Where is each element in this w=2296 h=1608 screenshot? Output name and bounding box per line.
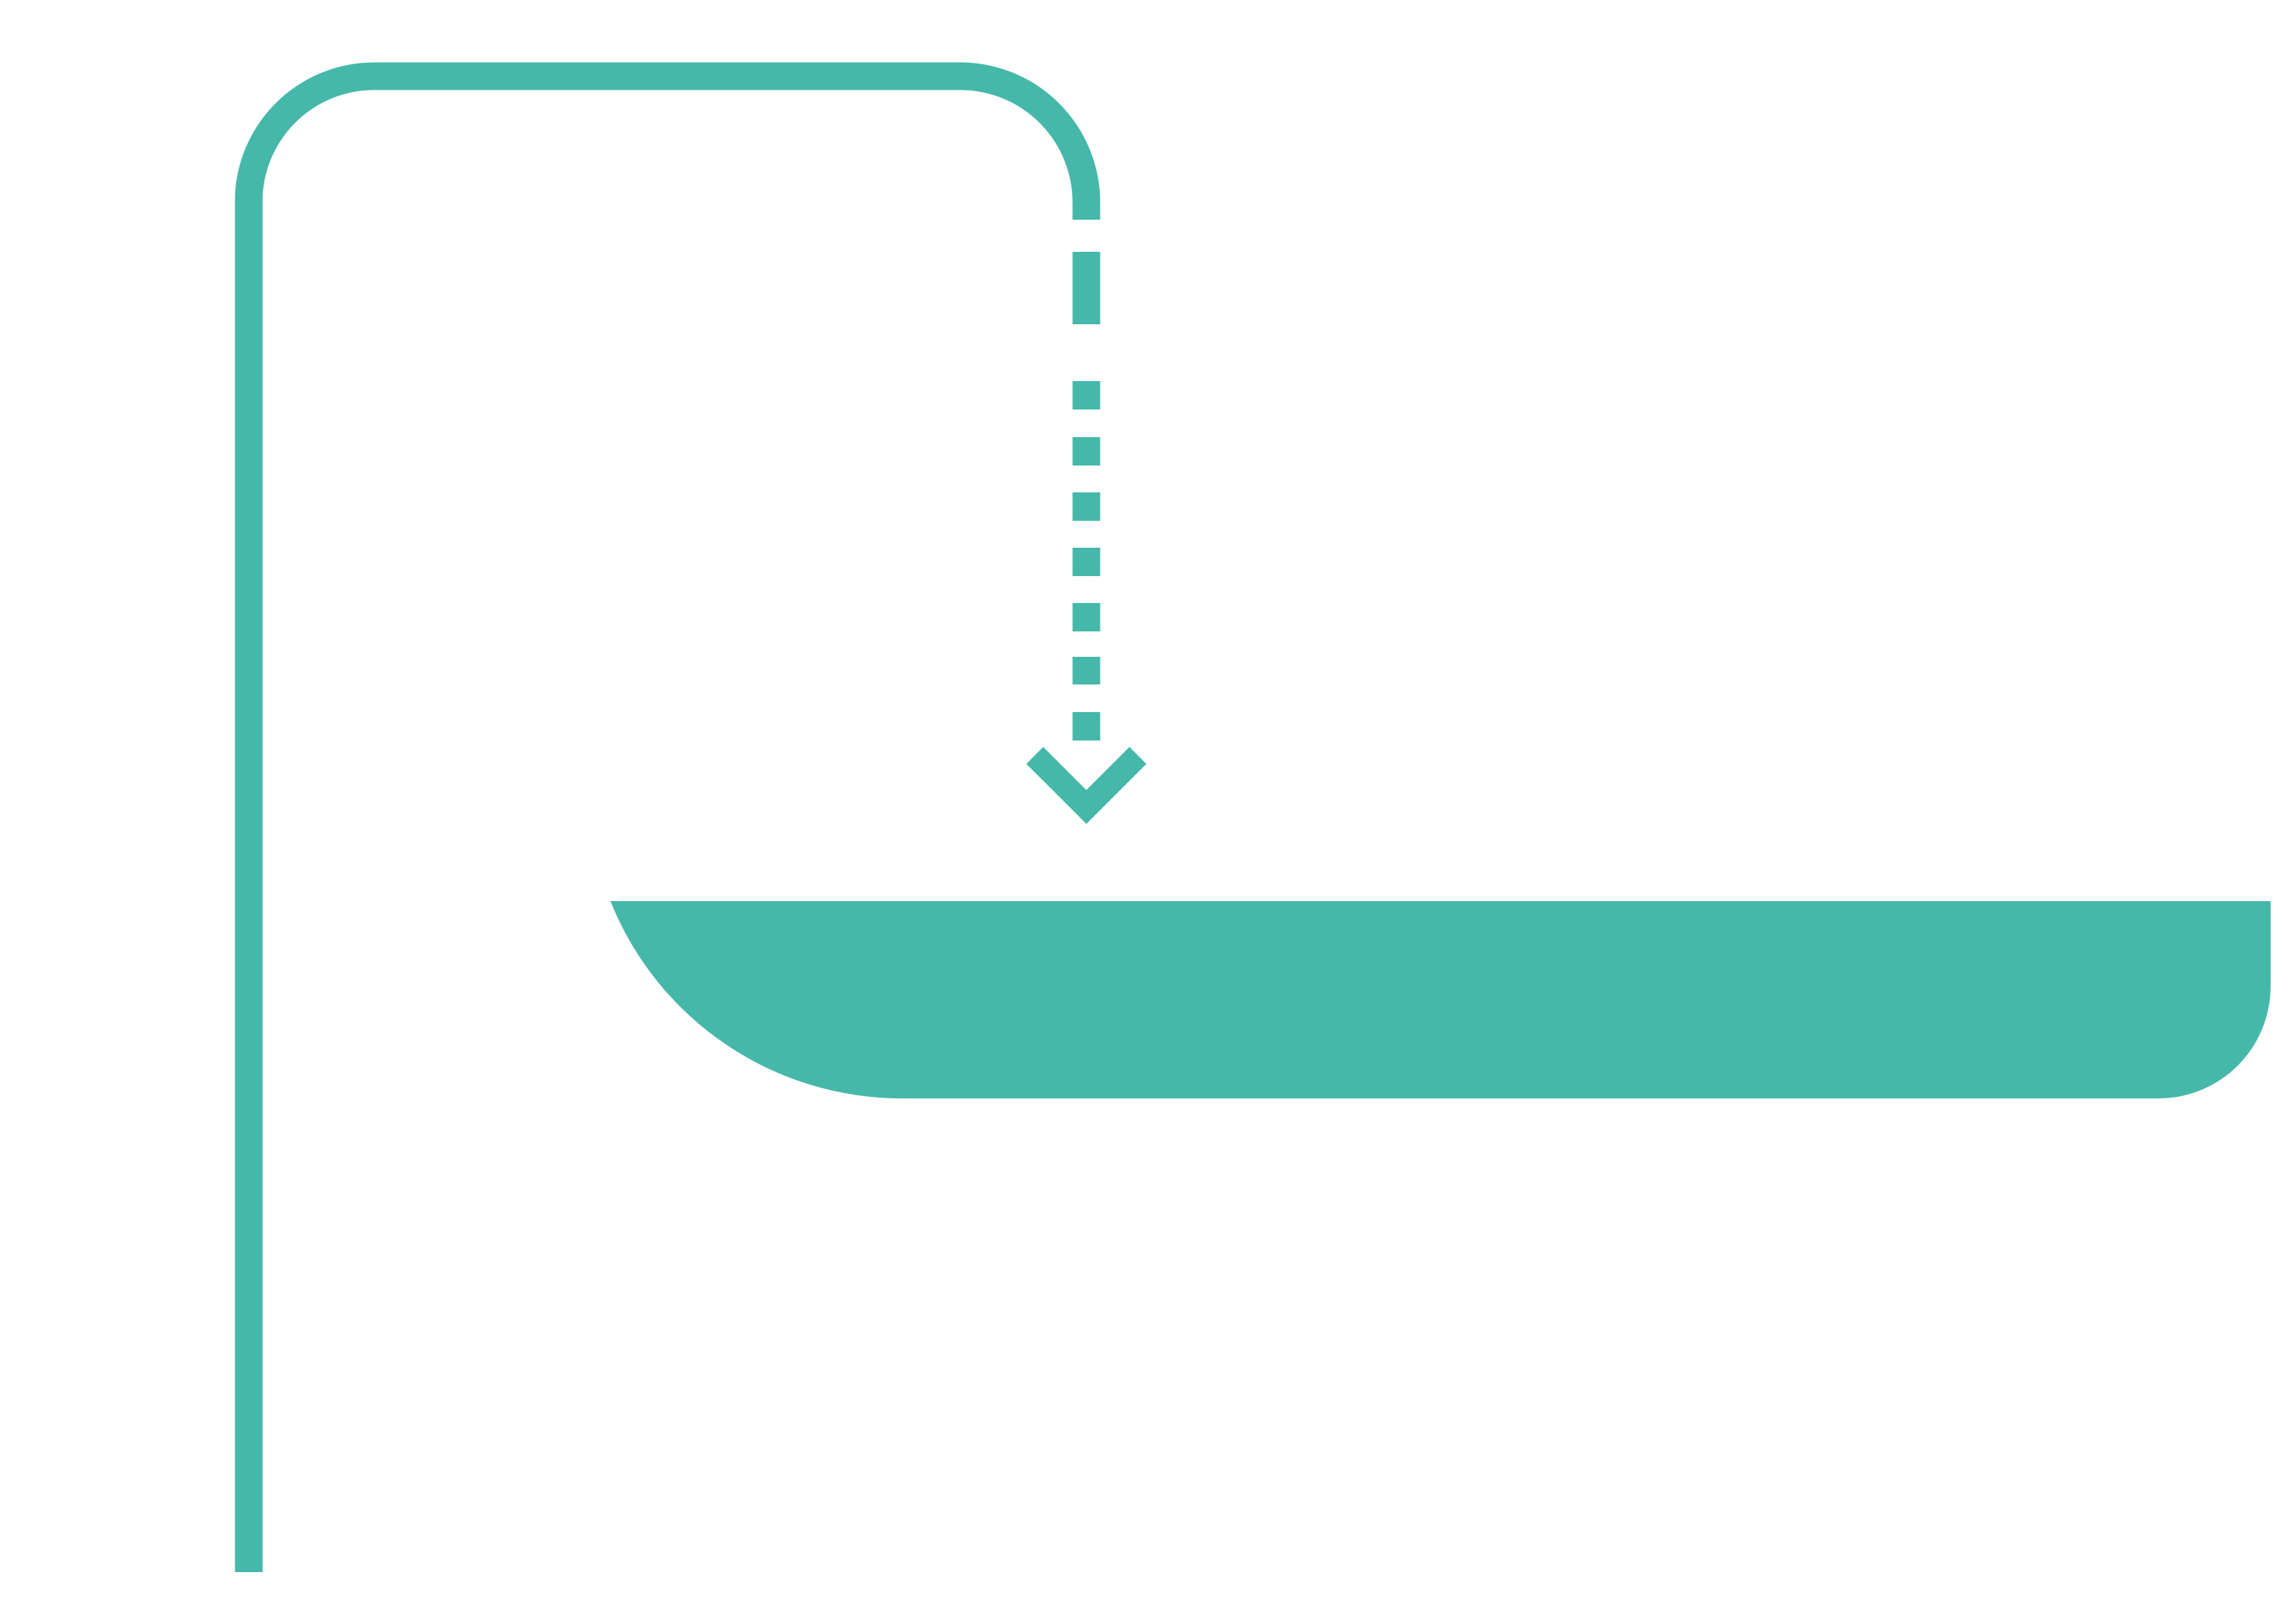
flow-line — [235, 62, 1101, 1572]
destination-shelf — [610, 901, 2271, 1098]
arrow-chevron-down-icon — [1026, 746, 1147, 824]
